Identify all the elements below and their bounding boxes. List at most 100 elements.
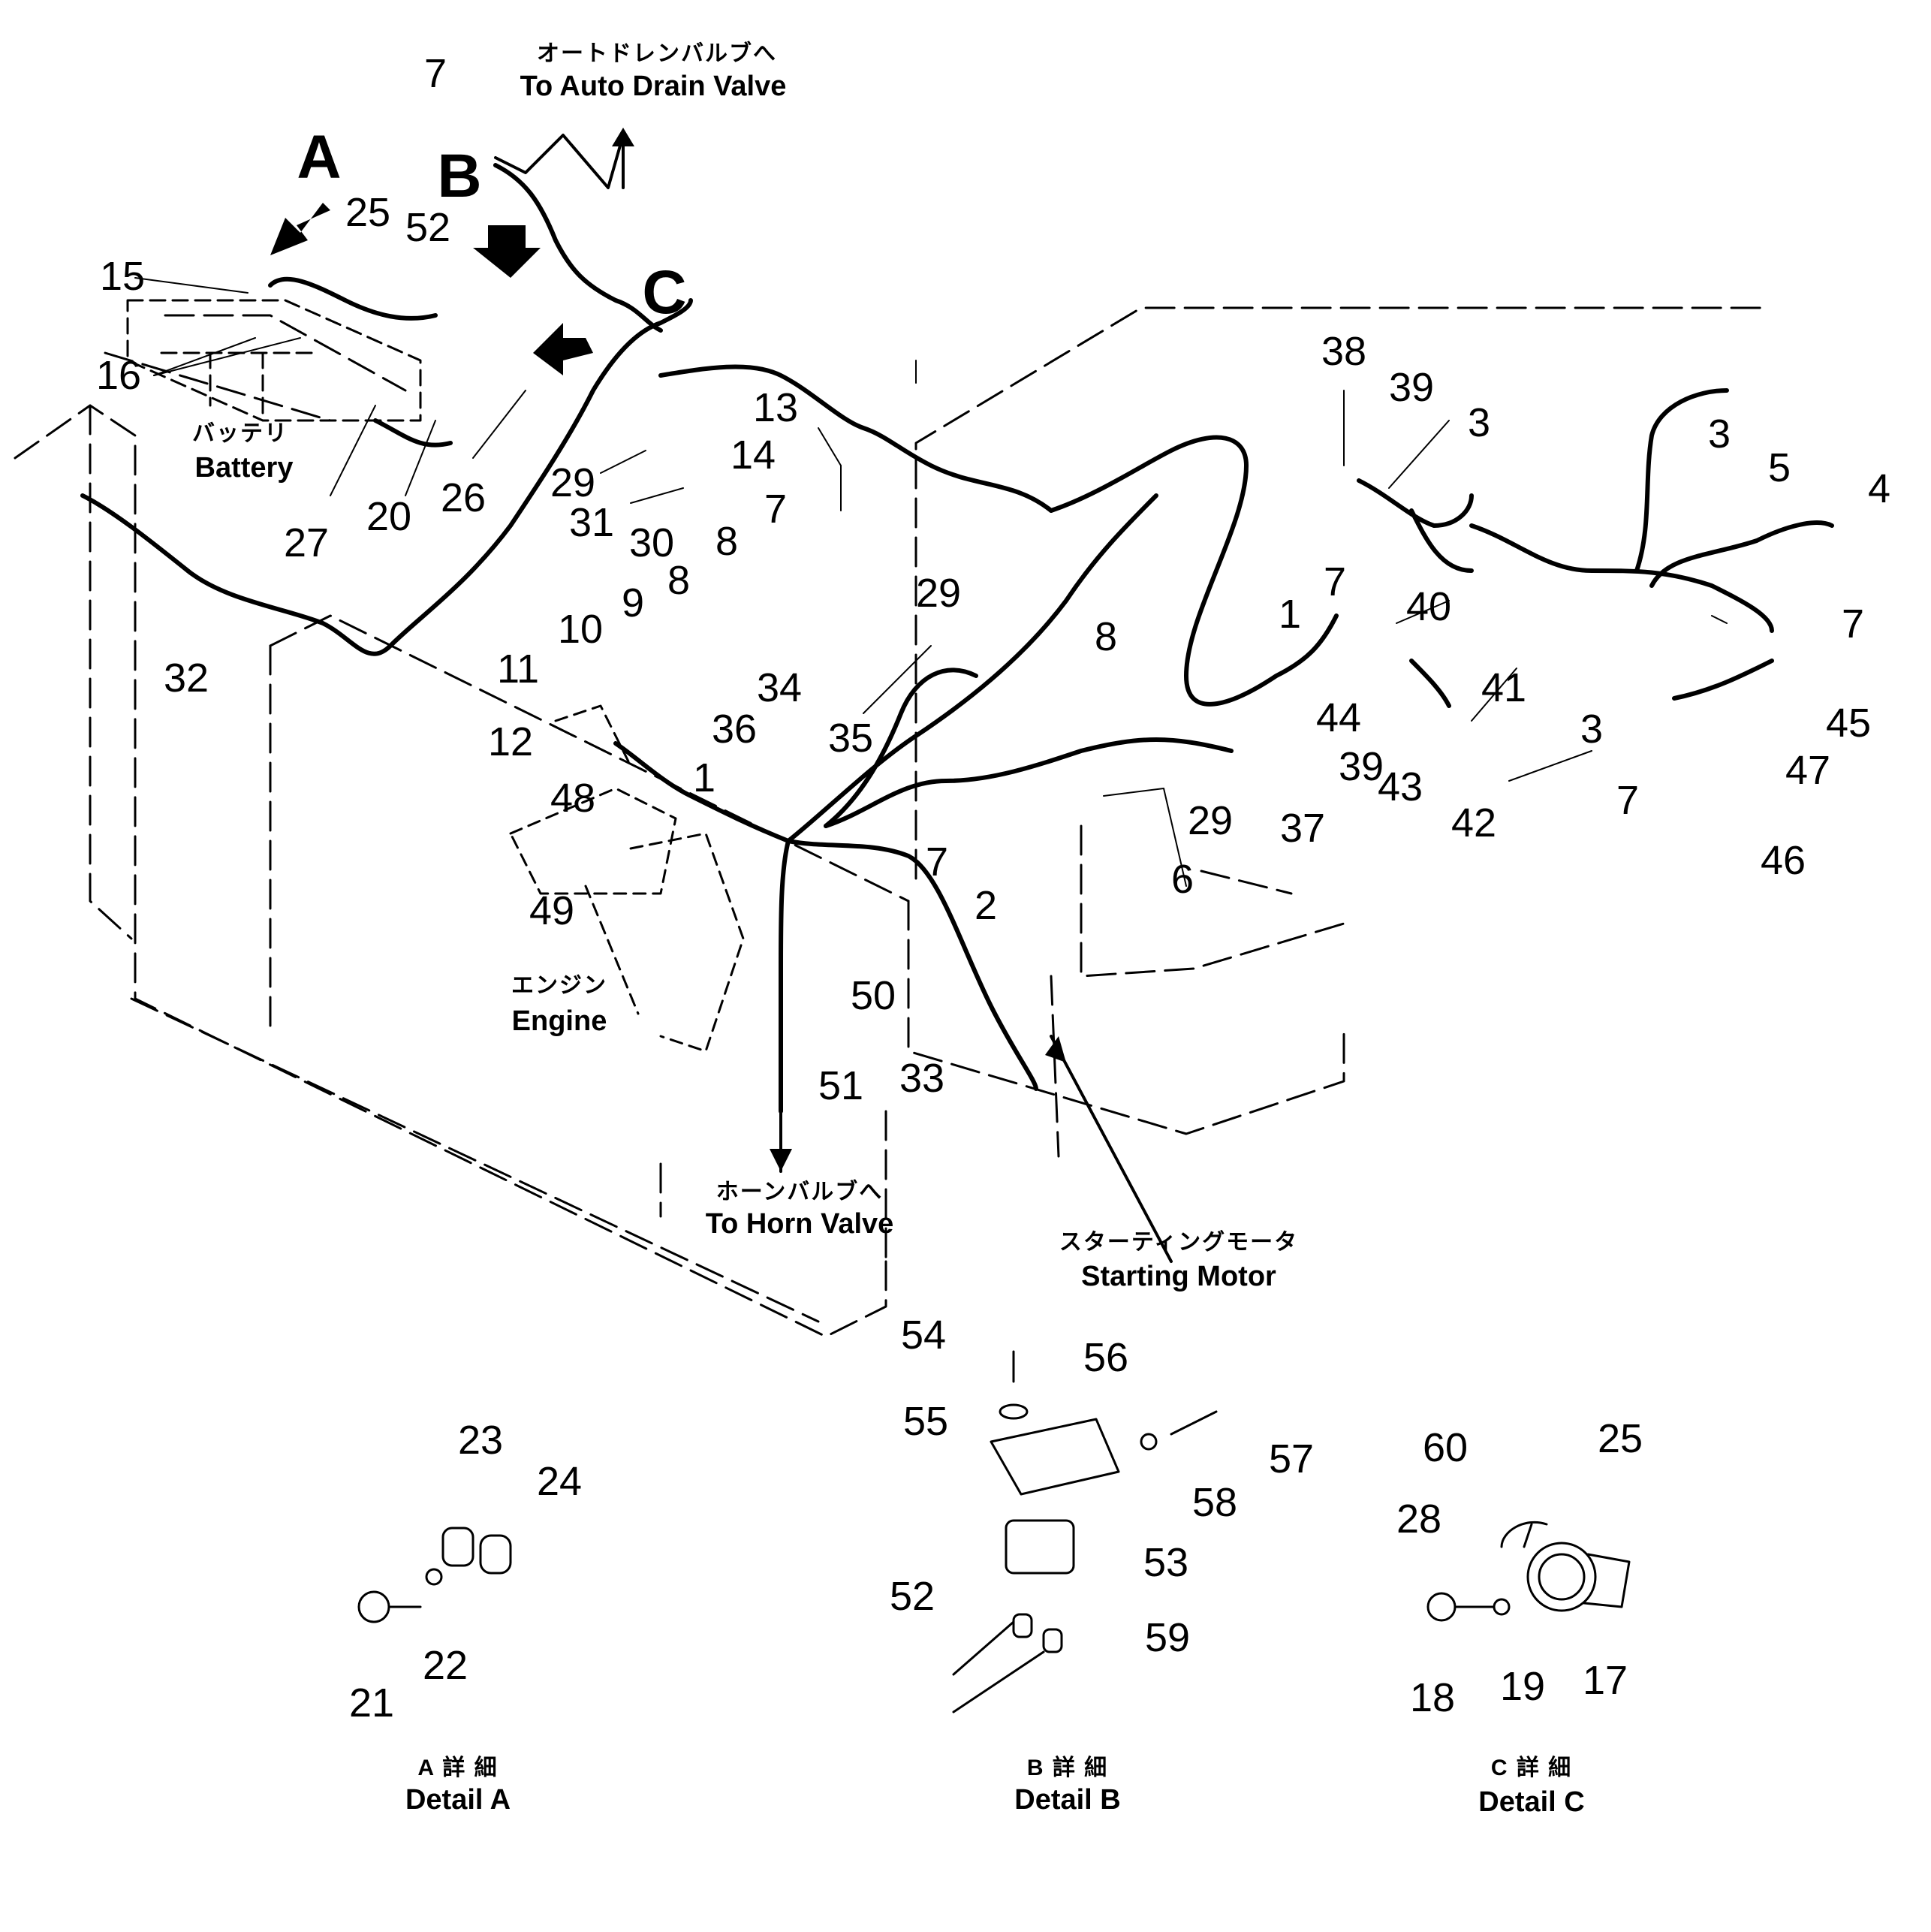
part-number: 23 bbox=[457, 1418, 504, 1463]
detail-b-parts bbox=[952, 1350, 1218, 1713]
part-number: 51 bbox=[818, 1063, 864, 1108]
part-number: 31 bbox=[568, 500, 615, 545]
part-number: 35 bbox=[827, 716, 874, 761]
part-number: 29 bbox=[915, 571, 962, 616]
main-harness bbox=[80, 163, 1834, 1114]
battery-label-jp: バッテリ bbox=[192, 421, 288, 446]
part-number: 8 bbox=[667, 558, 691, 603]
part-number: 25 bbox=[1597, 1416, 1643, 1461]
part-number: 38 bbox=[1321, 329, 1367, 374]
part-number: 2 bbox=[974, 883, 998, 928]
part-number: 7 bbox=[1616, 778, 1640, 823]
view-letter-a: A bbox=[297, 123, 342, 191]
part-number: 28 bbox=[1396, 1496, 1442, 1542]
part-number: 39 bbox=[1388, 365, 1435, 410]
part-number: 24 bbox=[536, 1459, 583, 1504]
part-number: 33 bbox=[899, 1056, 945, 1101]
starting-motor-label-jp: スターティングモータ bbox=[1059, 1230, 1299, 1255]
part-number: 47 bbox=[1785, 748, 1831, 793]
leader-lines bbox=[134, 277, 1728, 887]
detail-b-caption: Detail B bbox=[1014, 1784, 1121, 1816]
part-number: 52 bbox=[405, 205, 451, 250]
part-number: 3 bbox=[1467, 400, 1491, 445]
auto-drain-label-jp: オートドレンバルブへ bbox=[537, 41, 777, 66]
part-number: 3 bbox=[1580, 707, 1604, 752]
part-number: 17 bbox=[1582, 1658, 1628, 1703]
part-number: 29 bbox=[550, 460, 596, 505]
part-number: 43 bbox=[1377, 764, 1423, 809]
part-number: 37 bbox=[1279, 806, 1326, 851]
part-number: 3 bbox=[1707, 411, 1731, 457]
battery-label: Battery bbox=[194, 452, 294, 484]
part-number: 1 bbox=[1278, 592, 1302, 637]
detail-a-caption-jp: A 詳 細 bbox=[417, 1756, 499, 1780]
part-number: 39 bbox=[1338, 744, 1384, 789]
engine-label-jp: エンジン bbox=[511, 973, 607, 998]
part-number: 14 bbox=[730, 433, 776, 478]
part-number: 36 bbox=[711, 707, 758, 752]
part-number: 49 bbox=[529, 888, 575, 933]
detail-c-caption: Detail C bbox=[1478, 1786, 1585, 1818]
part-number: 46 bbox=[1760, 838, 1806, 883]
part-number: 15 bbox=[99, 254, 146, 299]
part-number: 54 bbox=[900, 1313, 947, 1358]
part-number: 27 bbox=[283, 520, 330, 565]
part-number: 1 bbox=[692, 755, 716, 800]
part-number: 10 bbox=[557, 607, 604, 652]
part-number: 19 bbox=[1499, 1664, 1546, 1709]
part-number: 8 bbox=[1094, 614, 1118, 659]
part-number: 50 bbox=[850, 973, 896, 1018]
part-number: 25 bbox=[345, 190, 391, 235]
part-number: 42 bbox=[1451, 800, 1497, 845]
part-number: 32 bbox=[163, 656, 209, 701]
part-number: 58 bbox=[1191, 1480, 1238, 1525]
part-number: 22 bbox=[422, 1643, 468, 1688]
part-number: 20 bbox=[366, 494, 412, 539]
part-number: 56 bbox=[1083, 1335, 1129, 1380]
part-number: 30 bbox=[628, 520, 675, 565]
part-number: 18 bbox=[1409, 1675, 1456, 1720]
part-number: 9 bbox=[621, 580, 645, 625]
part-number: 41 bbox=[1481, 665, 1527, 710]
detail-a-parts bbox=[357, 1527, 512, 1623]
part-number: 52 bbox=[889, 1574, 935, 1619]
part-number: 7 bbox=[1323, 559, 1347, 604]
part-number: 7 bbox=[1841, 601, 1865, 647]
part-number: 21 bbox=[348, 1680, 395, 1726]
part-number: 44 bbox=[1315, 695, 1362, 740]
part-number: 57 bbox=[1268, 1436, 1315, 1481]
part-number: 11 bbox=[496, 647, 540, 692]
horn-valve-label-jp: ホーンバルブへ bbox=[715, 1180, 884, 1204]
part-number: 13 bbox=[752, 385, 799, 430]
part-number: 60 bbox=[1422, 1425, 1469, 1470]
part-number: 59 bbox=[1144, 1615, 1191, 1660]
view-letter-b: B bbox=[437, 142, 482, 210]
part-number: 48 bbox=[550, 776, 596, 821]
part-number: 7 bbox=[925, 839, 949, 885]
part-number: 34 bbox=[756, 665, 803, 710]
part-number: 53 bbox=[1143, 1540, 1189, 1585]
part-number: 7 bbox=[764, 487, 788, 532]
part-number: 55 bbox=[902, 1399, 949, 1444]
engine-outline bbox=[509, 704, 745, 1053]
view-direction-arrows bbox=[270, 128, 1066, 1171]
part-number: 5 bbox=[1767, 445, 1791, 490]
part-number: 45 bbox=[1825, 701, 1872, 746]
detail-c-caption-jp: C 詳 細 bbox=[1490, 1756, 1573, 1780]
part-number: 4 bbox=[1867, 466, 1891, 511]
detail-c-parts bbox=[1426, 1521, 1631, 1622]
part-number: 16 bbox=[95, 353, 142, 398]
part-number: 29 bbox=[1187, 798, 1234, 843]
auto-drain-label: To Auto Drain Valve bbox=[520, 71, 787, 102]
view-letter-c: C bbox=[642, 258, 687, 327]
part-number: 7 bbox=[423, 51, 447, 96]
part-number: 40 bbox=[1405, 584, 1452, 629]
part-number: 26 bbox=[440, 475, 487, 520]
detail-b-caption-jp: B 詳 細 bbox=[1026, 1756, 1109, 1780]
detail-a-caption: Detail A bbox=[405, 1784, 511, 1816]
starting-motor-label: Starting Motor bbox=[1081, 1261, 1276, 1292]
horn-valve-label: To Horn Valve bbox=[705, 1208, 894, 1240]
part-number: 8 bbox=[715, 519, 739, 564]
